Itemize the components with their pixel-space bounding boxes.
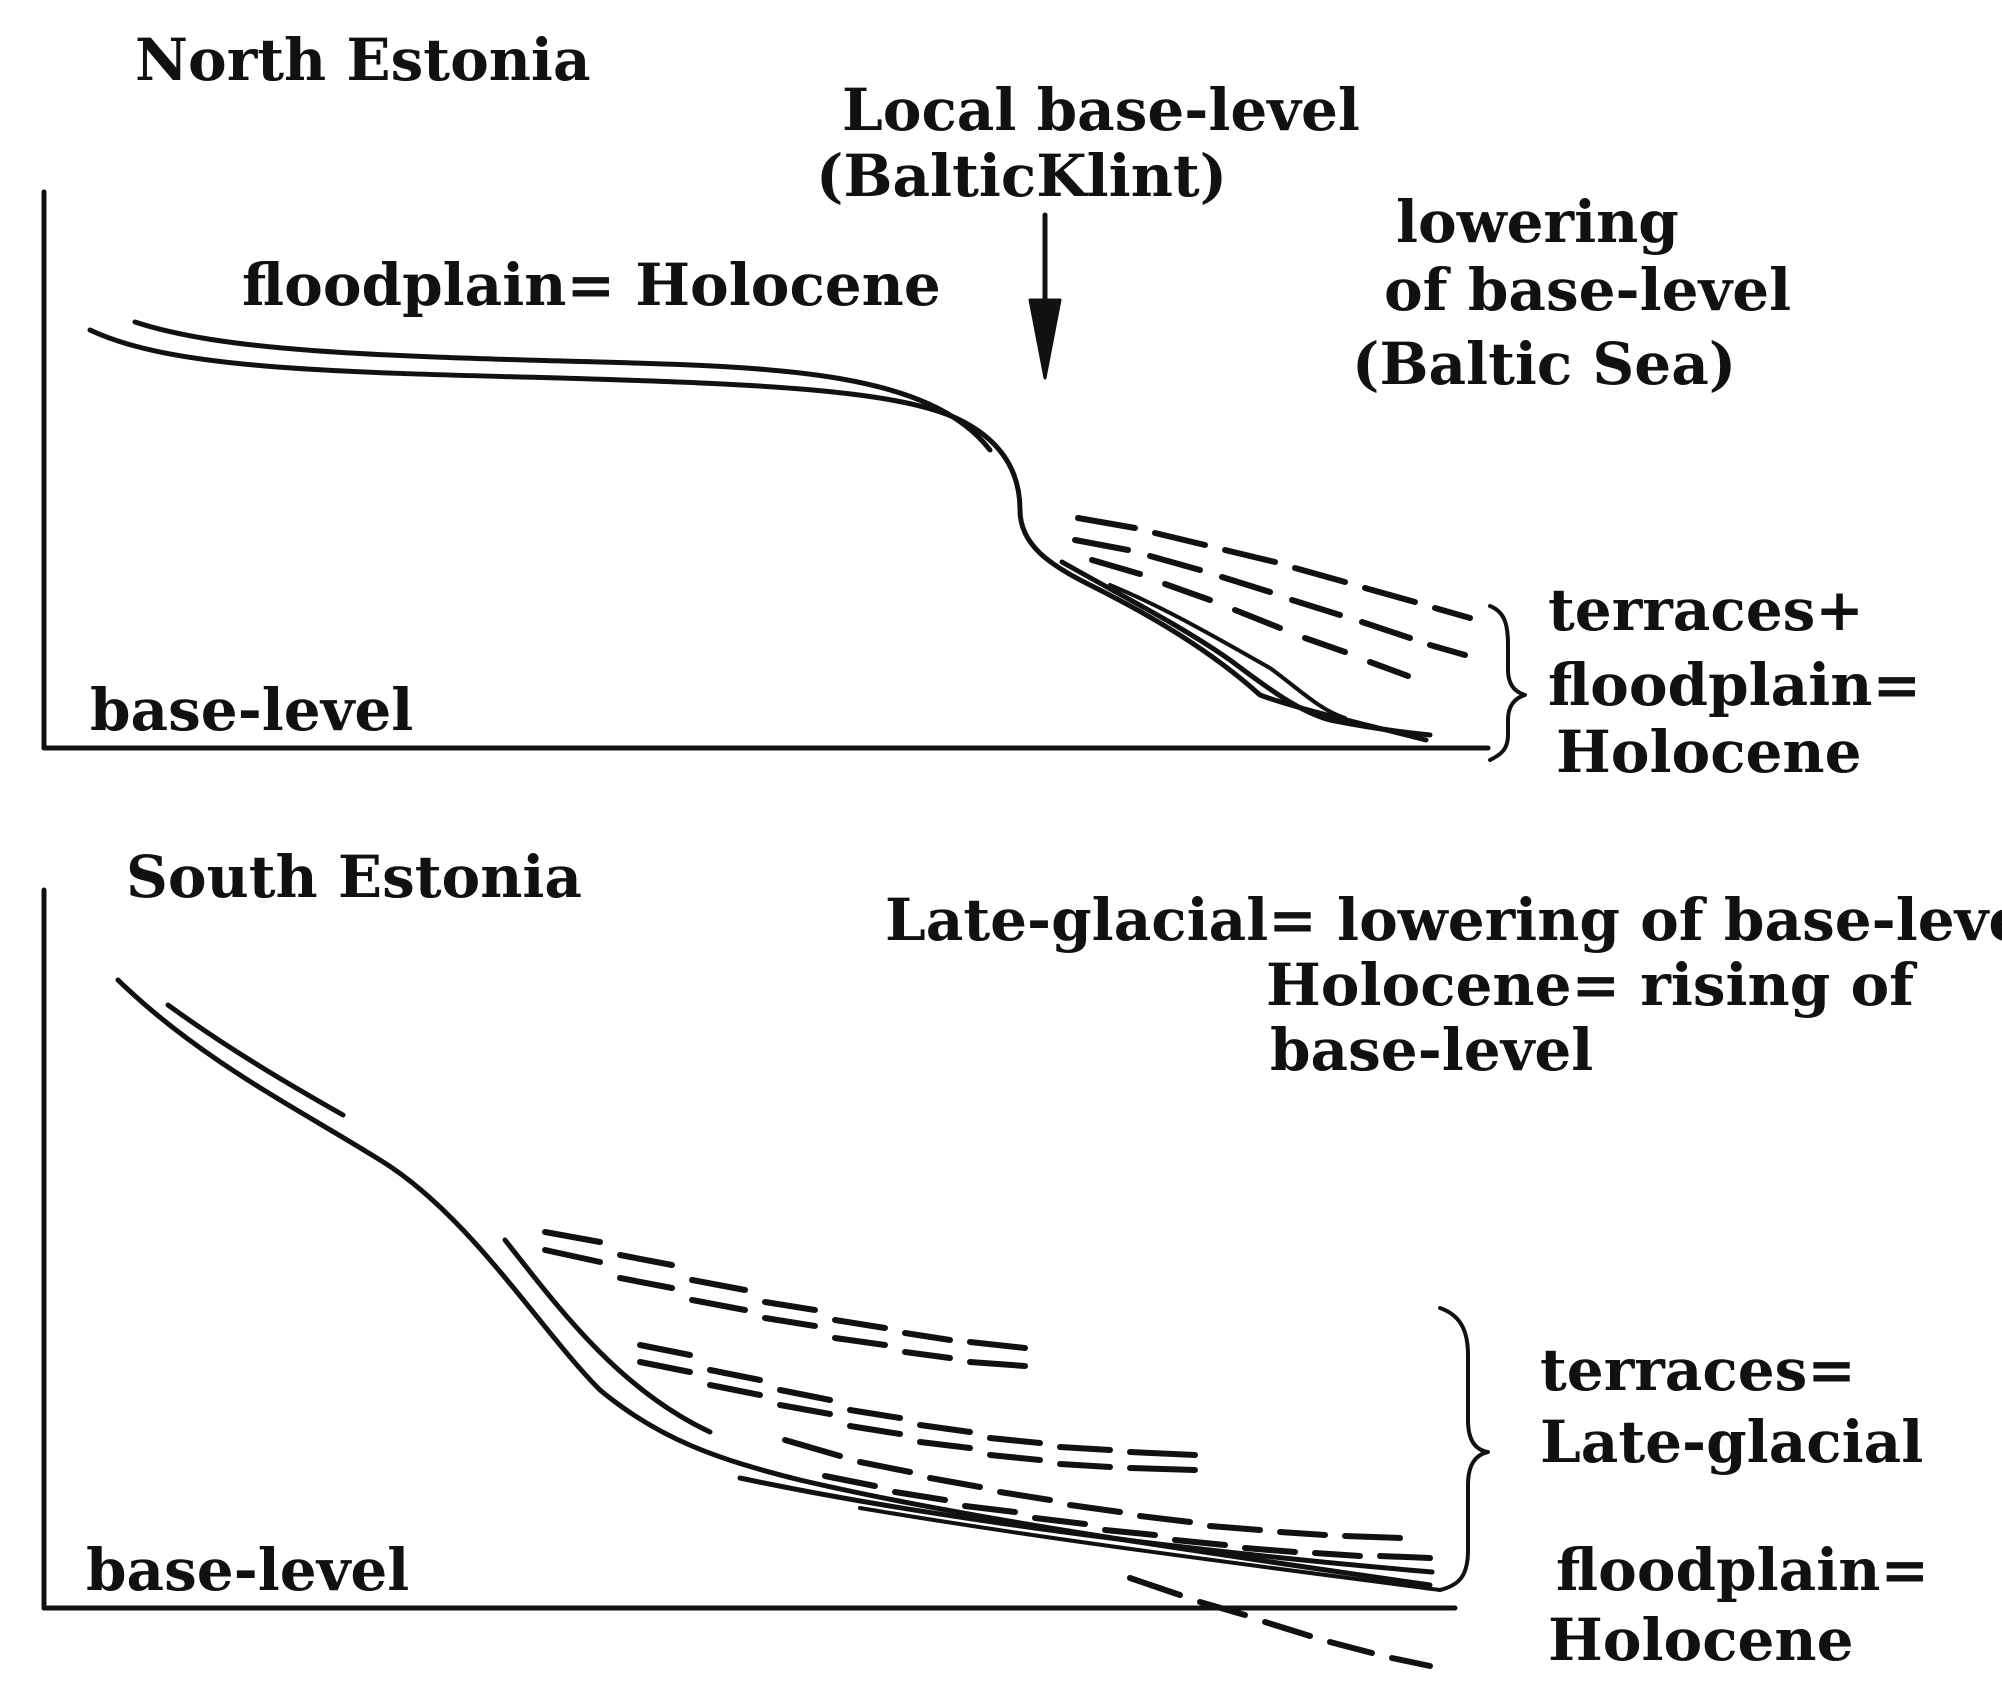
south-note-line-3: base-level [1270, 1016, 1593, 1084]
south-terrace-dashes-6 [822, 1473, 1433, 1561]
south-profile-upper-line [165, 1002, 346, 1118]
north-lowering-label-3: (Baltic Sea) [1352, 330, 1736, 398]
north-profile-upper-line [132, 319, 993, 453]
south-terraces-label-1: terraces= [1540, 1336, 1856, 1404]
south-panel [41, 887, 1490, 1669]
north-local-base-level-label: Local base-level [842, 76, 1360, 144]
south-note-line-2: Holocene= rising of [1266, 951, 1918, 1019]
north-title: North Estonia [135, 26, 591, 94]
north-terraces-label-3: Holocene [1556, 718, 1862, 786]
south-lower-line-2 [858, 1506, 1442, 1592]
north-arrow-head [1028, 298, 1062, 380]
south-slope-parallel-line [502, 1237, 713, 1435]
south-terrace-dashes-4 [637, 1359, 1198, 1473]
south-terrace-dashes-5 [782, 1437, 1403, 1541]
south-terraces-label-2: Late-glacial [1540, 1408, 1923, 1476]
south-floodplain-dashes [1127, 1575, 1433, 1669]
north-terrace-dashes-1 [1075, 515, 1473, 621]
north-profile-line [87, 327, 1429, 743]
north-terraces-brace [1488, 604, 1527, 762]
south-terraces-brace [1438, 1306, 1490, 1592]
north-panel [41, 189, 1527, 762]
north-terrace-dashes-3 [1089, 557, 1411, 679]
north-lower-line-2 [1108, 583, 1347, 720]
south-profile-line [115, 977, 1433, 1588]
south-title: South Estonia [126, 843, 582, 911]
north-lowering-label-2: of base-level [1384, 256, 1791, 324]
south-note-line-1: Late-glacial= lowering of base-level [885, 886, 2002, 954]
north-floodplain-label: floodplain= Holocene [242, 251, 941, 319]
north-baltic-klint-label: (BalticKlint) [816, 142, 1227, 210]
south-terrace-dashes-3 [637, 1342, 1198, 1458]
south-terrace-dashes-1 [542, 1229, 1028, 1351]
south-lower-line-1 [737, 1475, 1435, 1575]
north-terrace-dashes-2 [1072, 537, 1468, 658]
north-terraces-label-2: floodplain= [1548, 651, 1921, 719]
south-base-level-label: base-level [86, 1536, 409, 1604]
south-terrace-dashes-2 [542, 1247, 1028, 1369]
north-base-level-label: base-level [90, 676, 413, 744]
north-lowering-label-1: lowering [1396, 188, 1679, 256]
north-lower-line [1059, 559, 1433, 738]
south-floodplain-label-1: floodplain= [1556, 1536, 1929, 1604]
north-terraces-label-1: terraces+ [1548, 576, 1864, 644]
south-floodplain-label-2: Holocene [1548, 1606, 1854, 1674]
